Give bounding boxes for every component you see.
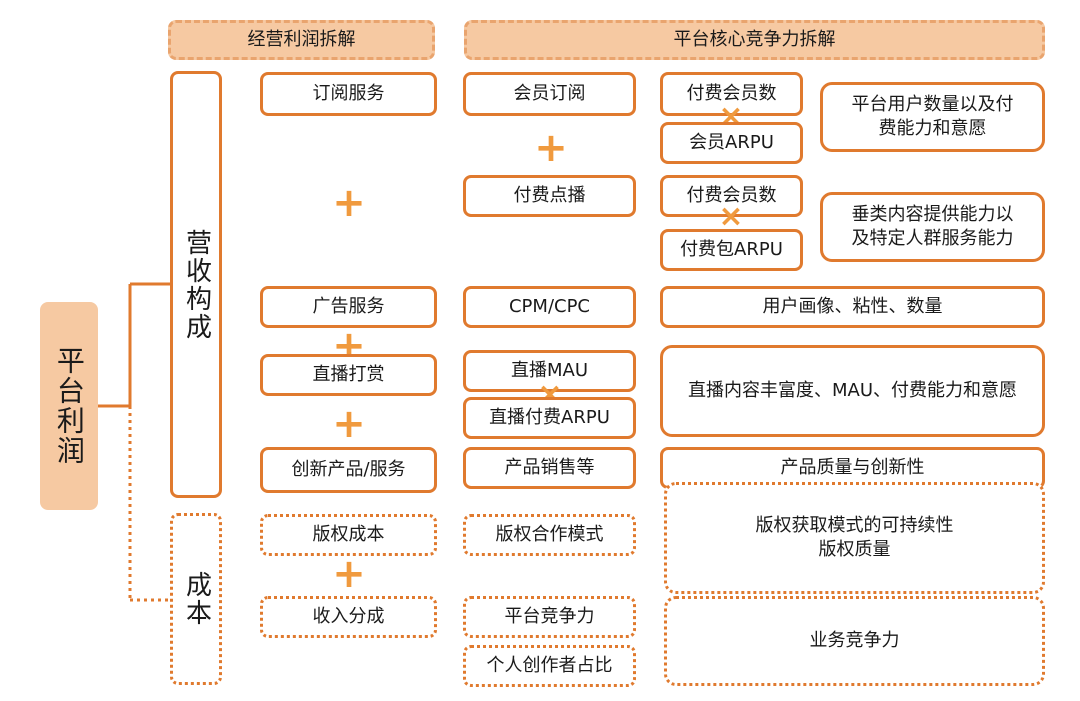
factor-copyright-line-2: 版权质量 (818, 539, 891, 560)
metric-paid-vod: 付费点播 (463, 175, 636, 217)
submetric-paid-member-count-2: 付费会员数 (660, 175, 803, 217)
plus-icon: + (534, 125, 568, 171)
submetric-member-arpu: 会员ARPU (660, 122, 803, 164)
cost-composition: 成本 (170, 513, 222, 685)
metric-copyright-cooperation-model: 版权合作模式 (463, 514, 636, 556)
item-subscription-service: 订阅服务 (260, 72, 437, 116)
submetric-package-arpu: 付费包ARPU (660, 229, 803, 271)
item-revenue-sharing: 收入分成 (260, 596, 437, 638)
item-live-tipping: 直播打赏 (260, 354, 437, 396)
item-copyright-cost: 版权成本 (260, 514, 437, 556)
root-platform-profit: 平台利润 (40, 302, 98, 510)
metric-individual-creator-share: 个人创作者占比 (463, 645, 636, 687)
metric-product-sales: 产品销售等 (463, 447, 636, 489)
plus-icon: + (332, 401, 366, 447)
revenue-composition: 营收构成 (170, 71, 222, 498)
metric-live-mau: 直播MAU (463, 350, 636, 392)
metric-platform-competitiveness: 平台竞争力 (463, 596, 636, 638)
factor-copyright-line-1: 版权获取模式的可持续性 (755, 514, 954, 536)
factor-user-profile: 用户画像、粘性、数量 (660, 286, 1045, 328)
metric-member-subscription: 会员订阅 (463, 72, 636, 116)
factor-live-content: 直播内容丰富度、MAU、付费能力和意愿 (660, 345, 1045, 437)
multiply-icon: × (718, 199, 744, 234)
header-core-competitiveness: 平台核心竞争力拆解 (464, 20, 1045, 60)
factor-business-competitiveness: 业务竞争力 (664, 596, 1045, 686)
metric-cpm-cpc: CPM/CPC (463, 286, 636, 328)
item-ad-service: 广告服务 (260, 286, 437, 328)
header-operating-profit: 经营利润拆解 (168, 20, 435, 60)
metric-live-paid-arpu: 直播付费ARPU (463, 397, 636, 439)
plus-icon: + (332, 551, 366, 597)
submetric-paid-member-count: 付费会员数 (660, 72, 803, 116)
plus-icon: + (332, 180, 366, 226)
factor-user-count-payment: 平台用户数量以及付费能力和意愿 (820, 82, 1045, 152)
item-innovative-products: 创新产品/服务 (260, 447, 437, 493)
factor-copyright-sustainability: 版权获取模式的可持续性 版权质量 (664, 482, 1045, 594)
factor-vertical-content: 垂类内容提供能力以及特定人群服务能力 (820, 192, 1045, 262)
